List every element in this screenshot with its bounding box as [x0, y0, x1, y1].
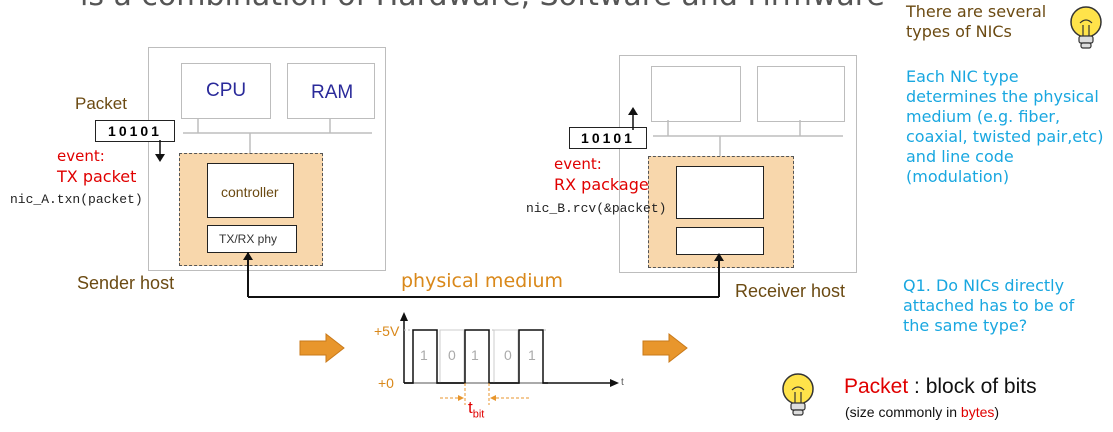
sender-event-title: event:: [57, 147, 105, 165]
left-orange-arrow-icon: [299, 332, 345, 364]
t-bit-label: tbit: [468, 398, 484, 420]
packet-size-note: (size commonly in bytes): [845, 404, 999, 420]
bit-1-label: 1: [420, 347, 428, 363]
size-note-bytes: bytes: [960, 404, 995, 420]
t-bit-sub: bit: [472, 408, 485, 421]
sender-call: nic_A.txn(packet): [10, 192, 143, 207]
packet-term: Packet: [844, 375, 909, 398]
sender-bits: 10101: [95, 120, 175, 142]
sender-phy-box: [207, 225, 297, 253]
sender-packet-label: Packet: [75, 94, 127, 113]
receiver-top-right-box: [757, 66, 845, 122]
phy-label: TX/RX phy: [219, 232, 278, 246]
receiver-phy-box: [676, 227, 764, 255]
bit-2-label: 0: [448, 347, 456, 363]
note-nic-medium: Each NIC type determines the physical me…: [906, 67, 1104, 186]
t-bit-main: t: [468, 398, 473, 417]
page-title-partial: is a combination of Hardware, Software a…: [80, 0, 885, 13]
right-orange-arrow-icon: [642, 332, 688, 364]
controller-label: controller: [221, 184, 279, 200]
sender-controller-box: [207, 163, 294, 218]
sender-host-label: Sender host: [77, 273, 175, 293]
receiver-bits: 10101: [569, 127, 647, 149]
voltage-high-label: +5V: [374, 323, 400, 339]
bit-3-label: 1: [471, 347, 479, 363]
receiver-up-arrow-icon: [628, 107, 638, 130]
ram-label: RAM: [311, 82, 354, 103]
sender-down-arrow-icon: [155, 140, 165, 162]
lightbulb-icon-top: [1070, 6, 1102, 49]
receiver-controller-box: [676, 166, 764, 219]
voltage-low-label: +0: [378, 375, 394, 391]
time-axis-label: t: [621, 377, 624, 388]
receiver-event-name: RX package: [554, 175, 649, 194]
size-note-post: ): [994, 404, 1000, 420]
packet-definition: Packet : block of bits: [844, 375, 1037, 399]
receiver-host-label: Receiver host: [735, 281, 846, 301]
receiver-event-title: event:: [554, 155, 602, 173]
note-nic-types: There are several types of NICs: [906, 2, 1047, 41]
receiver-call: nic_B.rcv(&packet): [526, 201, 667, 216]
bit-5-label: 1: [528, 347, 536, 363]
size-note-pre: (size commonly in: [845, 404, 961, 420]
bit-4-label: 0: [504, 347, 512, 363]
sender-event-name: TX packet: [57, 167, 137, 186]
sender-ram-box: [287, 63, 375, 119]
sender-cpu-box: [181, 63, 271, 119]
lightbulb-icon-bottom: [782, 373, 814, 416]
physical-medium-label: physical medium: [401, 270, 564, 292]
packet-definition-text: : block of bits: [908, 375, 1037, 398]
receiver-top-left-box: [651, 66, 741, 122]
note-question: Q1. Do NICs directly attached has to be …: [903, 276, 1075, 335]
cpu-label: CPU: [206, 80, 247, 101]
